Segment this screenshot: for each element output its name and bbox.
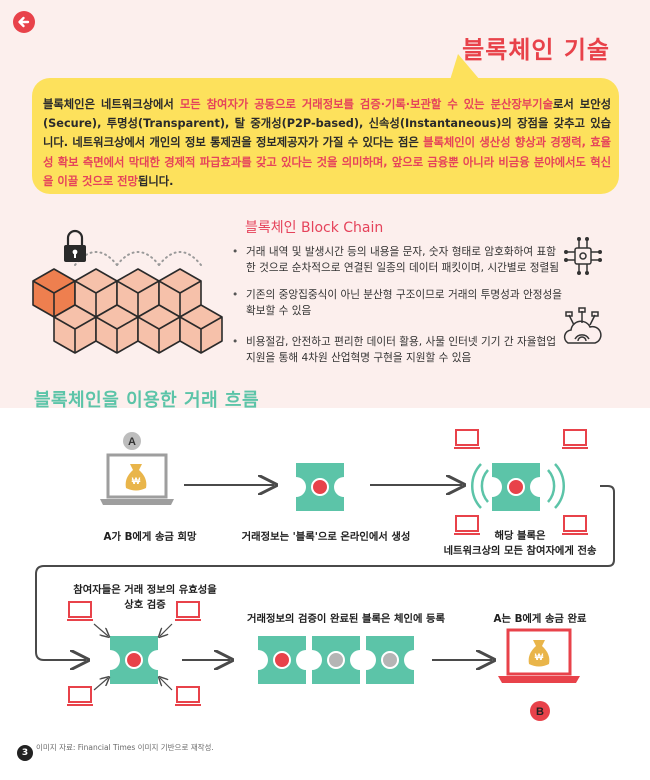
laptop-a-icon — [100, 453, 174, 505]
bubble-tail — [450, 54, 480, 80]
step-caption: A가 B에게 송금 희망 — [103, 531, 197, 543]
cloud-iot-icon — [563, 307, 602, 344]
step-caption: 거래정보는 '블록'으로 온라인에서 생성 — [241, 531, 411, 543]
network-node-icon — [564, 237, 602, 275]
transaction-flow-diagram: A B ₩ ₩ — [35, 429, 615, 721]
chain-block — [312, 636, 360, 684]
chain-block — [366, 636, 414, 684]
intro-bubble — [32, 78, 619, 194]
validation-block — [110, 636, 158, 684]
money-symbol: ₩ — [132, 476, 141, 486]
bullet-item: 기존의 중앙집중식이 아닌 분산형 구조이므로 거래의 투명성과 안정성을 확보… — [232, 288, 562, 319]
page-number: 3 — [17, 745, 33, 761]
user-a-label — [123, 432, 141, 450]
step-caption: 네트워크상의 모든 참여자에게 전송 — [443, 545, 597, 557]
block-chain-bullets: 거래 내역 및 발생시간 등의 내용을 문자, 숫자 형태로 암호화하여 표함한… — [232, 245, 562, 378]
broadcast-block — [492, 463, 540, 511]
page-title: 블록체인 기술 — [462, 36, 610, 64]
block-puzzle-piece — [296, 463, 344, 511]
participant-laptop-icon — [66, 686, 94, 707]
participant-laptop-icon — [453, 429, 481, 450]
step-caption: 해당 블록은 — [494, 530, 546, 542]
step-caption: 거래정보의 검증이 완료된 블록은 체인에 등록 — [247, 613, 445, 625]
broadcast-waves — [471, 463, 565, 509]
flow-title: 블록체인을 이용한 거래 흐름 — [34, 390, 260, 411]
step-caption: 상호 검증 — [124, 599, 166, 611]
arrow-left-icon — [18, 16, 30, 28]
chain-block — [258, 636, 306, 684]
participant-laptop-icon — [174, 686, 202, 707]
intro-text: 블록체인은 네트워크상에서 모든 참여자가 공동으로 거래정보를 검증·기록·보… — [43, 98, 611, 188]
back-button[interactable] — [13, 11, 35, 33]
blockchain-cubes-illustration — [32, 229, 223, 354]
money-symbol: ₩ — [535, 652, 544, 662]
bullet-item: 비용절감, 안전하고 편리한 데이터 활용, 사물 인터넷 기기 간 자율협업 … — [232, 335, 562, 366]
participant-laptop-icon — [561, 429, 589, 450]
source-note: 이미지 자료: Financial Times 이미지 기반으로 재작성. — [36, 743, 214, 752]
padlock-icon — [64, 229, 86, 262]
user-b-text: B — [536, 706, 544, 718]
step-caption: A는 B에게 송금 완료 — [493, 613, 587, 625]
user-a-text: A — [128, 436, 136, 448]
laptop-b-icon — [498, 628, 580, 683]
block-chain-title: 블록체인 Block Chain — [245, 220, 384, 236]
step-caption: 참여자들은 거래 정보의 유효성을 — [73, 584, 217, 596]
bullet-item: 거래 내역 및 발생시간 등의 내용을 문자, 숫자 형태로 암호화하여 표함한… — [232, 245, 562, 276]
user-b-label — [530, 701, 550, 721]
